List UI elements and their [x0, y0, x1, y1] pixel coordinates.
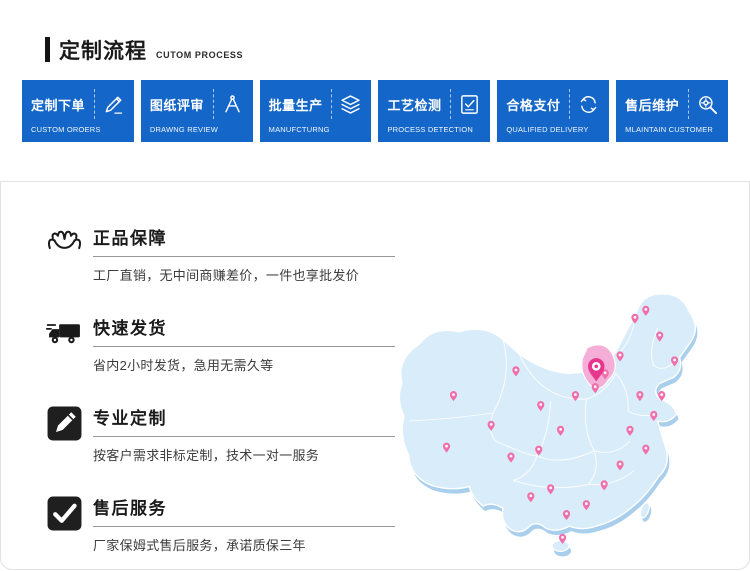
step-top: 批量生产	[269, 88, 364, 120]
china-map	[392, 282, 744, 560]
divider-line	[93, 256, 395, 257]
step-subtitle: CUSTOM OROERS	[31, 125, 101, 134]
section-subtitle: CUTOM PROCESS	[156, 50, 244, 60]
guarantee-panel: 正品保障 工厂直销，无中间商赚差价，一件也享批发价	[0, 181, 750, 570]
step-title: 工艺检测	[387, 97, 442, 113]
step-subtitle: MANUFCTURNG	[268, 125, 330, 134]
step-subtitle: QUALIFIED DELIVERY	[506, 125, 589, 134]
step-title: 合格支付	[506, 97, 561, 113]
service-body: 专业定制 按客户需求非标定制，技术一对一服务	[93, 404, 395, 464]
service-item-fast-shipping: 快速发货 省内2小时发货，急用无需久等	[46, 314, 416, 374]
step-title: 批量生产	[268, 97, 323, 113]
service-title: 售后服务	[93, 499, 167, 518]
divider-line	[93, 346, 395, 347]
section-title: 定制流程	[59, 40, 147, 63]
map-headquarters-pin	[588, 358, 605, 382]
process-step-custom-orders: 定制下单 CUSTOM OROERS	[22, 80, 134, 142]
service-item-aftersale: 售后服务 厂家保姆式售后服务，承诺质保三年	[46, 494, 416, 554]
step-subtitle: DRAWNG REVIEW	[149, 125, 218, 134]
service-item-authentic: 正品保障 工厂直销，无中间商赚差价，一件也享批发价	[46, 224, 416, 284]
process-step-qualified-delivery: 合格支付 QUALIFIED DELIVERY	[497, 80, 610, 142]
service-description: 工厂直销，无中间商赚差价，一件也享批发价	[93, 268, 360, 283]
pencil-icon	[93, 89, 126, 119]
service-body: 售后服务 厂家保姆式售后服务，承诺质保三年	[93, 494, 395, 554]
handshake-icon	[46, 225, 83, 262]
step-title: 定制下单	[31, 97, 86, 113]
service-title: 正品保障	[93, 229, 167, 248]
process-step-maintain-customer: 售后维护 MLAINTAIN CUSTOMER	[616, 80, 728, 142]
drafting-compass-icon	[212, 89, 245, 119]
check-square-icon	[46, 495, 83, 532]
layers-icon	[331, 89, 363, 119]
step-subtitle: PROCESS DETECTION	[387, 125, 473, 134]
step-top: 工艺检测	[387, 88, 482, 120]
map-hainan	[551, 539, 570, 552]
service-description: 厂家保姆式售后服务，承诺质保三年	[93, 538, 306, 553]
service-description: 省内2小时发货，急用无需久等	[93, 358, 274, 373]
service-title: 快速发货	[93, 319, 167, 338]
step-top: 定制下单	[31, 88, 126, 120]
divider-line	[93, 436, 395, 437]
pencil-square-icon	[46, 405, 83, 442]
magnifier-gear-icon	[687, 89, 720, 119]
map-taiwan	[639, 502, 650, 519]
service-body: 快速发货 省内2小时发货，急用无需久等	[93, 314, 395, 374]
service-list: 正品保障 工厂直销，无中间商赚差价，一件也享批发价	[46, 224, 416, 571]
truck-icon	[46, 315, 83, 352]
checklist-icon	[450, 89, 482, 119]
refresh-arrows-icon	[569, 89, 601, 119]
service-title: 专业定制	[93, 409, 167, 428]
step-title: 图纸评审	[149, 97, 204, 113]
step-top: 售后维护	[625, 88, 720, 120]
title-accent-bar	[45, 37, 50, 62]
process-step-drawing-review: 图纸评审 DRAWNG REVIEW	[140, 80, 253, 142]
process-steps-row: 定制下单 CUSTOM OROERS 图纸评审 DRAWNG REVIEW	[0, 62, 750, 142]
service-body: 正品保障 工厂直销，无中间商赚差价，一件也享批发价	[93, 224, 395, 284]
process-step-process-detection: 工艺检测 PROCESS DETECTION	[378, 80, 491, 142]
step-subtitle: MLAINTAIN CUSTOMER	[625, 125, 714, 134]
service-description: 按客户需求非标定制，技术一对一服务	[93, 448, 320, 463]
process-step-manufacturing: 批量生产 MANUFCTURNG	[259, 80, 372, 142]
section-header: 定制流程 CUTOM PROCESS	[0, 0, 750, 62]
step-top: 合格支付	[506, 88, 601, 120]
service-item-custom: 专业定制 按客户需求非标定制，技术一对一服务	[46, 404, 416, 464]
step-title: 售后维护	[625, 97, 680, 113]
step-top: 图纸评审	[150, 88, 245, 120]
divider-line	[93, 526, 395, 527]
